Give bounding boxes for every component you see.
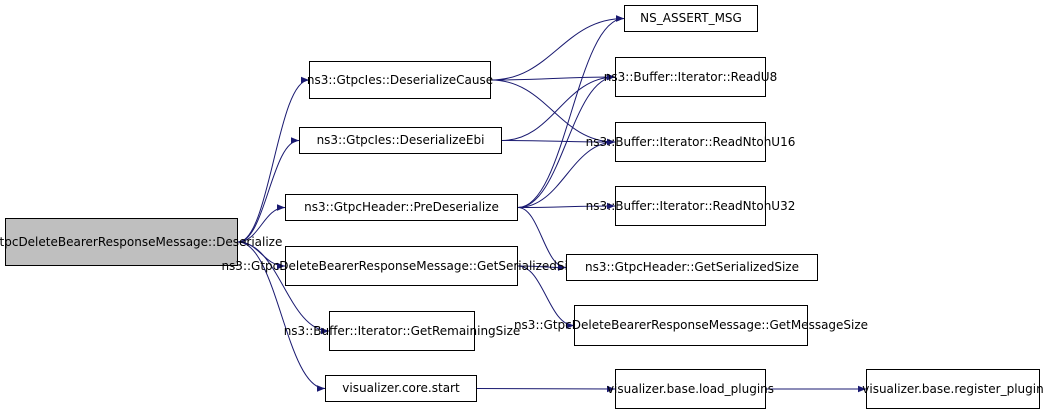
node-get-message-size-line-2: Message::GetMessageSize [708, 318, 869, 332]
node-root-line-1: ns3::GtpcDeleteBearerResponse [0, 234, 156, 249]
edge-deserialize-cause-to-ns-assert-msg [490, 15, 625, 81]
node-read-ntoh-u32-line-1: ns3::Buffer::Iterator [585, 198, 705, 213]
node-pre-deserialize[interactable]: ns3::GtpcHeader::PreDeserialize [285, 194, 518, 221]
node-pre-deserialize-line-1: ns3::GtpcHeader::PreDeserialize [304, 200, 499, 214]
node-read-ntoh-u16-line-2: ::ReadNtohU16 [704, 134, 796, 149]
node-get-serialized-size-msg-line-1: ns3::GtpcDeleteBearerResponse [221, 258, 417, 273]
node-ns-assert-msg[interactable]: NS_ASSERT_MSG [624, 5, 758, 32]
node-deserialize-cause[interactable]: ns3::GtpcIes::Deserialize Cause [306, 61, 494, 99]
node-ns-assert-msg-line-1: NS_ASSERT_MSG [640, 11, 742, 25]
edge-get-serialized-size-msg-to-get-message-size [517, 265, 575, 329]
node-read-u8-line-1: ns3::Buffer::Iterator [603, 69, 723, 84]
node-read-u8[interactable]: ns3::Buffer::Iterator ::ReadU8 [604, 57, 777, 97]
node-root: ns3::GtpcDeleteBearerResponse Message::D… [0, 218, 282, 266]
node-visualizer-core-start-line-1: visualizer.core.start [342, 381, 460, 395]
edge-pre-deserialize-to-ns-assert-msg [517, 15, 625, 208]
node-get-remaining-size-line-1: ns3::Buffer::Iterator [283, 323, 403, 338]
node-root-line-2: Message::Deserialize [155, 234, 283, 249]
edge-deserialize-ebi-to-read-u8 [501, 73, 616, 141]
edge-root-to-get-remaining-size [237, 241, 330, 335]
edge-visualizer-core-start-to-load-plugins [476, 385, 616, 393]
node-deserialize-cause-line-2: Cause [456, 72, 494, 87]
node-deserialize-ebi[interactable]: ns3::GtpcIes::DeserializeEbi [299, 127, 502, 154]
node-load-plugins[interactable]: visualizer.base.load _plugins [607, 369, 774, 409]
node-load-plugins-line-1: visualizer.base.load [606, 381, 725, 396]
node-read-ntoh-u16[interactable]: ns3::Buffer::Iterator ::ReadNtohU16 [586, 122, 795, 162]
node-visualizer-core-start[interactable]: visualizer.core.start [325, 375, 477, 402]
node-get-message-size[interactable]: ns3::GtpcDeleteBearerResponse Message::G… [514, 305, 868, 346]
edge-deserialize-cause-to-read-ntoh-u16 [490, 79, 616, 146]
edge-root-to-visualizer-core-start [237, 241, 326, 392]
node-get-remaining-size-line-2: ::GetRemainingSize [402, 323, 521, 338]
node-get-serialized-size-msg[interactable]: ns3::GtpcDeleteBearerResponse Message::G… [221, 246, 582, 286]
node-read-ntoh-u32[interactable]: ns3::Buffer::Iterator ::ReadNtohU32 [586, 186, 795, 226]
node-get-remaining-size[interactable]: ns3::Buffer::Iterator ::GetRemainingSize [284, 311, 520, 351]
edge-root-to-pre-deserialize [237, 204, 286, 243]
node-get-serialized-size-msg-line-2: Message::GetSerializedSize [416, 258, 582, 273]
edge-deserialize-ebi-to-read-ntoh-u16 [501, 138, 616, 146]
edge-pre-deserialize-to-read-ntoh-u16 [517, 138, 616, 208]
node-load-plugins-line-2: _plugins [724, 381, 775, 396]
node-header-get-serialized-size[interactable]: ns3::GtpcHeader::GetSerializedSize [566, 254, 818, 281]
node-read-ntoh-u32-line-2: ::ReadNtohU32 [704, 198, 796, 213]
node-read-u8-line-2: ::ReadU8 [722, 69, 778, 84]
node-register-plugin-line-2: _plugin [1000, 381, 1044, 396]
node-deserialize-ebi-line-1: ns3::GtpcIes::DeserializeEbi [316, 133, 485, 147]
node-header-get-serialized-size-line-1: ns3::GtpcHeader::GetSerializedSize [585, 260, 799, 274]
edge-root-to-deserialize-cause [237, 76, 310, 243]
node-get-message-size-line-1: ns3::GtpcDeleteBearerResponse [513, 318, 709, 332]
edge-get-serialized-size-msg-to-header-get-serialized-size [517, 264, 567, 271]
edge-pre-deserialize-to-read-ntoh-u32 [517, 202, 616, 210]
node-read-ntoh-u16-line-1: ns3::Buffer::Iterator [585, 134, 705, 149]
edge-deserialize-cause-to-read-u8 [490, 73, 616, 81]
edge-pre-deserialize-to-read-u8 [517, 73, 616, 208]
edge-root-to-deserialize-ebi [237, 137, 300, 243]
node-register-plugin[interactable]: visualizer.base.register _plugin [862, 369, 1044, 409]
node-deserialize-cause-line-1: ns3::GtpcIes::Deserialize [306, 72, 457, 87]
node-register-plugin-line-1: visualizer.base.register [862, 381, 1001, 396]
